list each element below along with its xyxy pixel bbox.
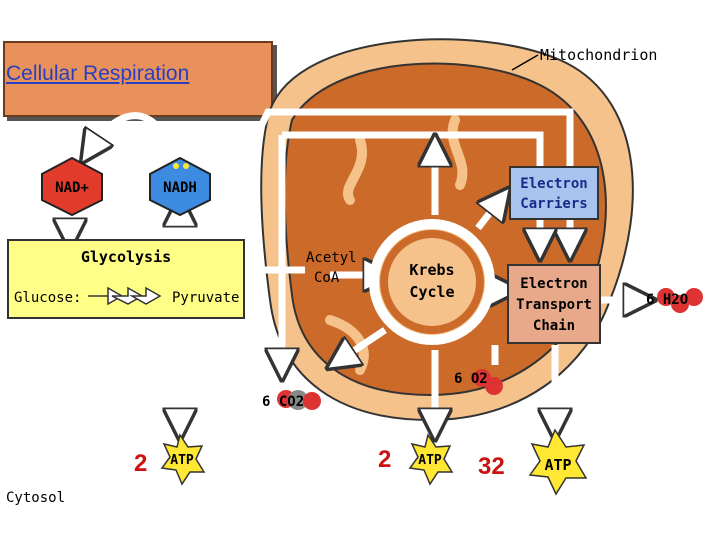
o2-molecule: 6 O2 [454,369,503,395]
atp-star-1: ATP [160,433,206,486]
pyruvate-label: Pyruvate [172,290,239,306]
nadh-label: NADH [163,180,197,196]
page-title: Cellular Respiration [6,62,190,85]
nad-plus-icon: NAD+ [41,156,103,217]
co2-molecule: 6 CO2 [262,390,321,410]
cytosol-label: Cytosol [6,490,65,506]
acetyl-label: Acetyl [306,250,357,266]
nadh-icon: NADH [149,156,211,217]
svg-text:Chain: Chain [533,318,575,334]
glucose-label: Glucose: [14,290,81,306]
svg-text:Electron: Electron [520,276,587,292]
title-box [3,41,273,117]
atp-label-2: ATP [418,453,442,468]
cycle-label: Cycle [409,283,454,301]
svg-text:Transport: Transport [516,297,592,313]
svg-text:Carriers: Carriers [520,196,587,212]
atp-star-2: ATP [408,433,454,486]
h2o-molecule: 6 H2O [646,288,703,313]
h2o-label: 6 H2O [646,292,688,308]
atp-label-1: ATP [170,453,194,468]
mitochondrion-label: Mitochondrion [540,46,657,64]
electron-carriers-box: Electron Carriers [509,166,599,220]
atp-star-3: ATP [528,428,588,496]
co2-label: 6 CO2 [262,394,304,410]
o2-label: 6 O2 [454,371,488,387]
glycolysis-box: Glycolysis Glucose: Pyruvate [7,239,245,319]
krebs-cycle: Krebs Cycle [369,219,495,345]
atp-label-3: ATP [544,456,571,474]
krebs-label: Krebs [409,261,454,279]
nad-plus-label: NAD+ [55,180,89,196]
electron-transport-chain-box: Electron Transport Chain [507,264,601,344]
atp-count-glycolysis: 2 [134,450,148,477]
svg-text:Electron: Electron [520,176,587,192]
coa-label: CoA [314,270,340,286]
atp-count-etc: 32 [478,453,505,480]
atp-count-krebs: 2 [378,446,392,473]
glycolysis-label: Glycolysis [81,248,171,266]
